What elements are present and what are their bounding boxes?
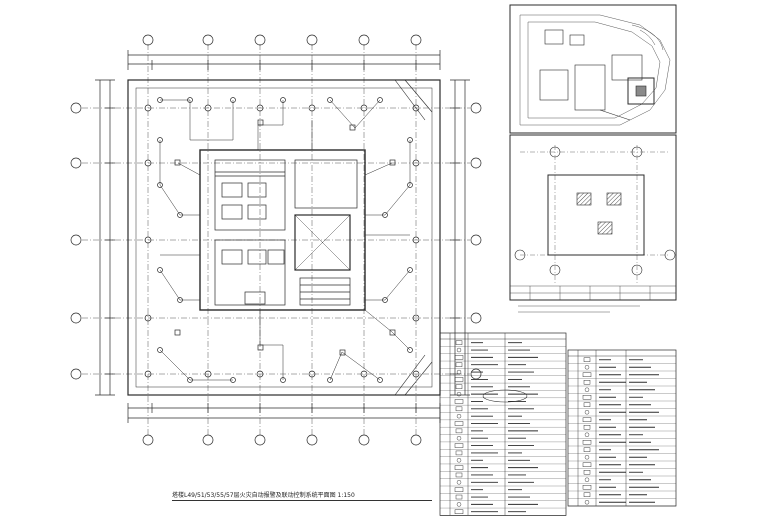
structural-columns [144,104,420,378]
building-core [199,149,366,311]
site-plan [509,4,677,134]
axis-bubbles [70,34,482,446]
key-plan [509,134,677,301]
alarm-wiring [159,99,411,381]
top-dimension-lines [127,50,441,70]
key-plan-table [509,285,677,313]
axis-grid [82,44,470,435]
legend-table-left [439,332,567,516]
right-dimension-lines [450,79,470,396]
legend-table-right [567,349,677,507]
highlight-ellipse [482,389,528,403]
drawing-caption: 塔楼L49/51/53/55/57层火灾自动报警及联动控制系统平面图 1:150 [172,492,355,499]
left-dimension-lines [95,79,115,396]
bottom-dimension-lines [127,403,441,423]
building-outline [127,79,441,396]
caption-underline [172,500,432,501]
